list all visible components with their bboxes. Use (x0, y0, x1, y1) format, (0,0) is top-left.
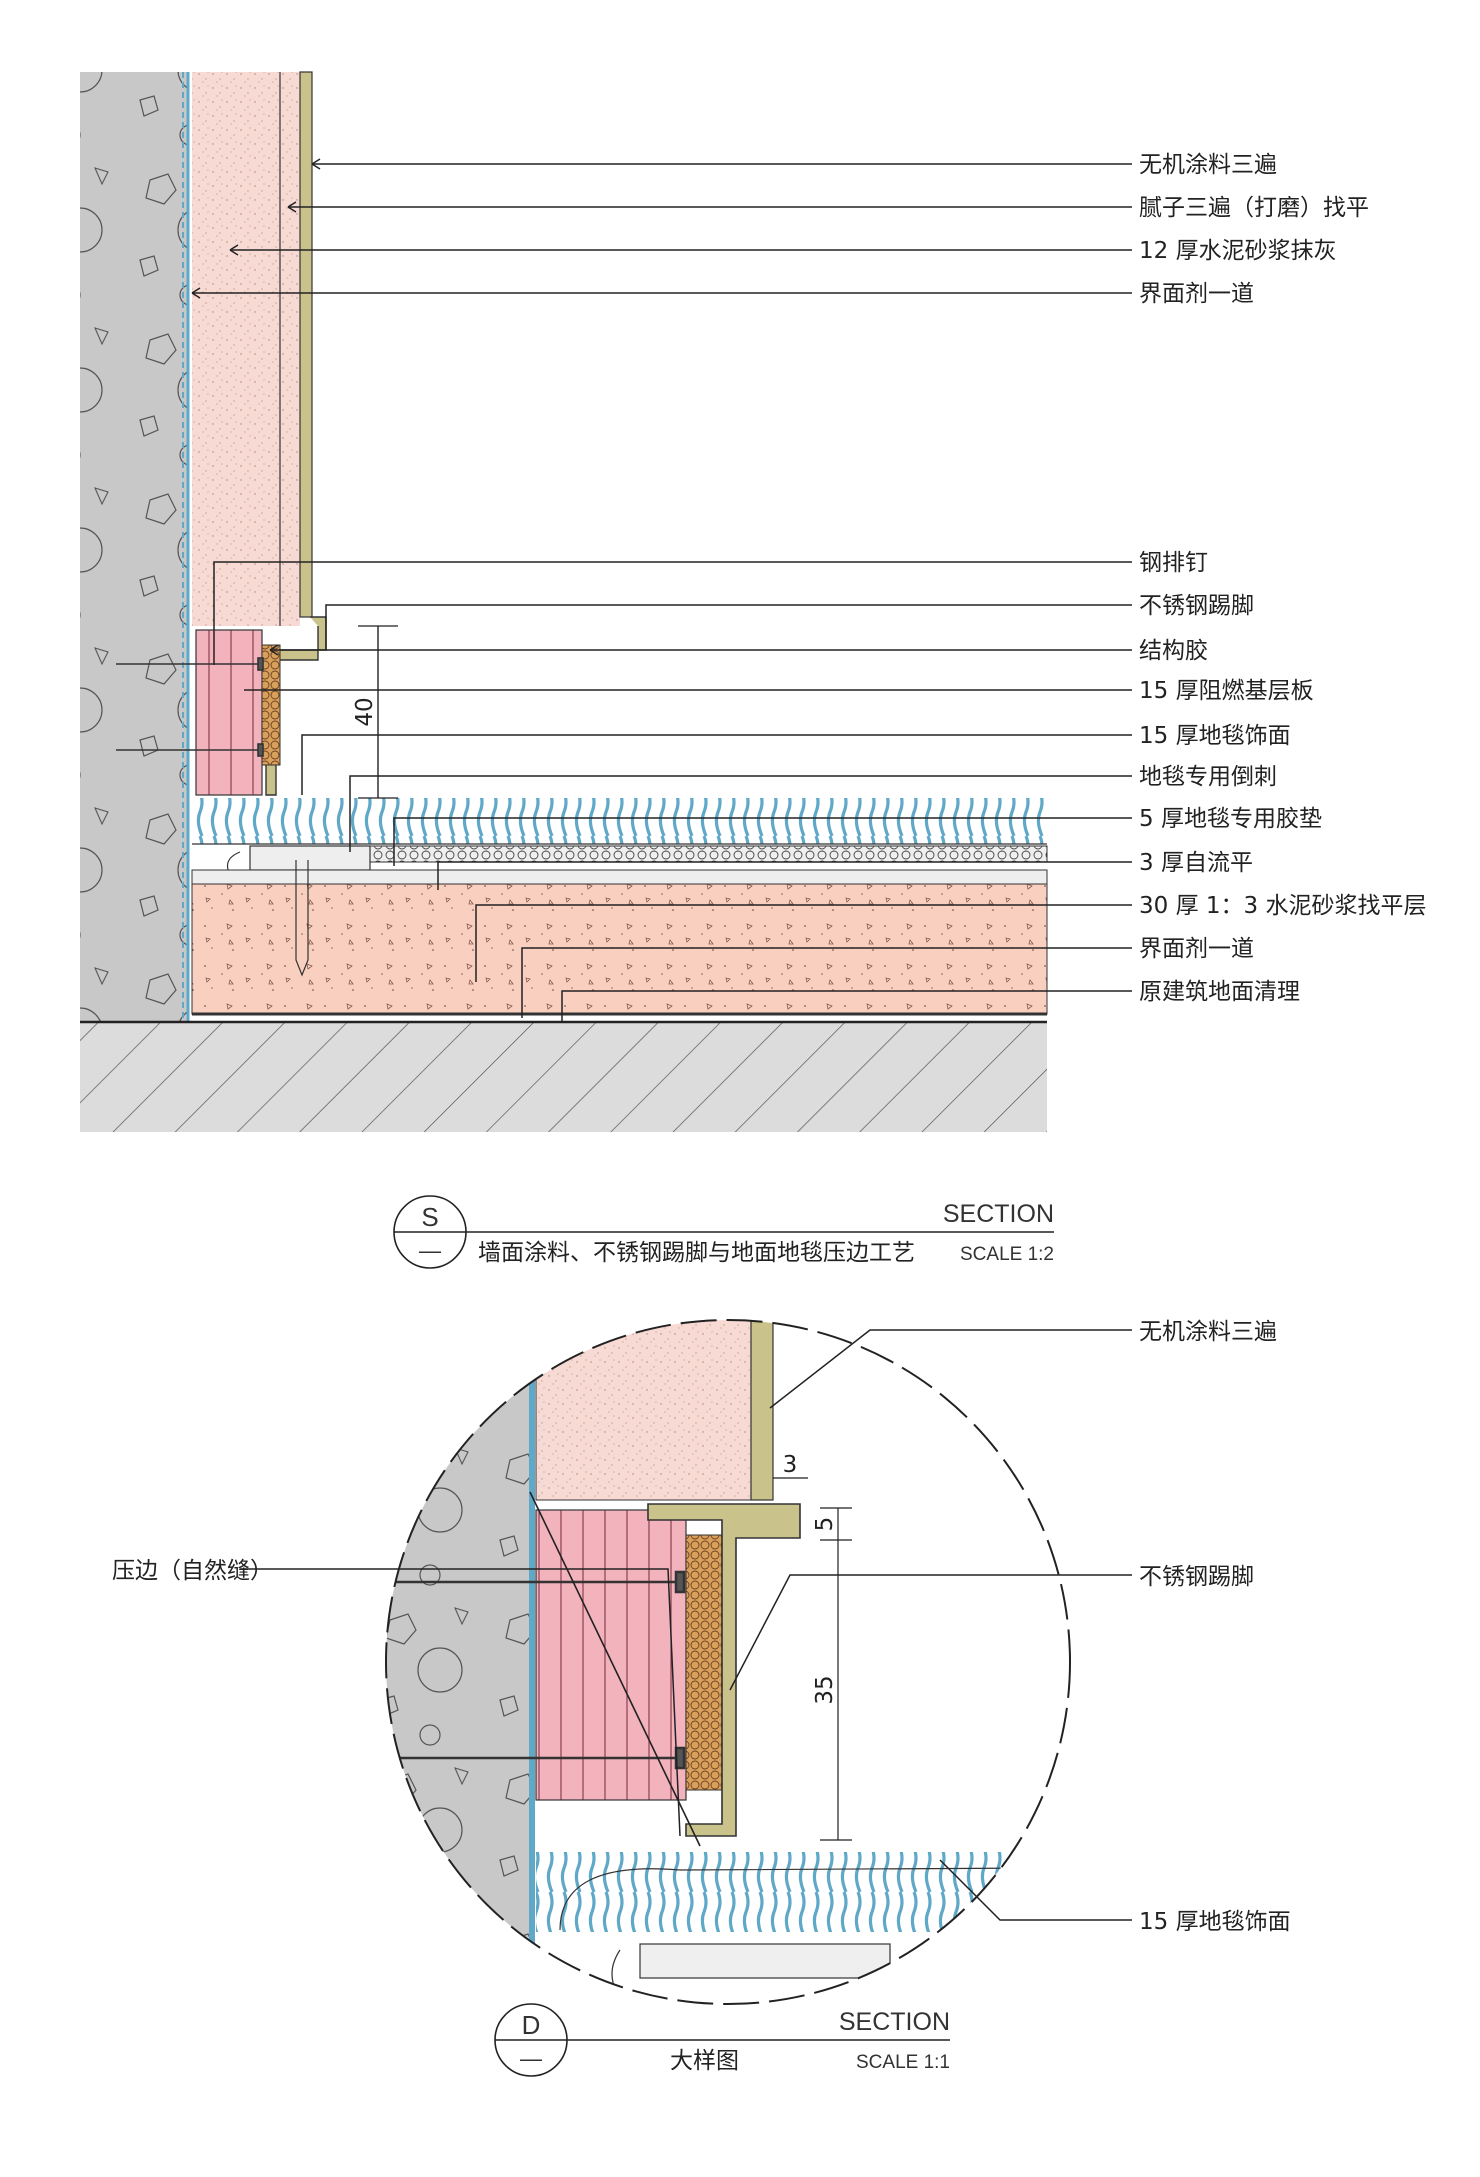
detail-glue (685, 1534, 723, 1791)
dimension-40-text: 40 (352, 697, 378, 726)
label-interface-agent-2: 界面剂一道 (1139, 936, 1254, 962)
label-structural-glue: 结构胶 (1139, 638, 1208, 664)
detail-board (535, 1509, 687, 1801)
section-s-labels: 无机涂料三遍 腻子三遍（打磨）找平 12 厚水泥砂浆抹灰 界面剂一道 钢排钉 不… (1139, 152, 1426, 1005)
concrete-wall (80, 72, 188, 1022)
label-floor-cleaning: 原建筑地面清理 (1139, 979, 1300, 1005)
label-self-leveling: 3 厚自流平 (1139, 850, 1253, 876)
self-leveling-layer (191, 869, 1048, 885)
detail-dimensions: 3 5 35 (773, 1452, 852, 1841)
dimension-5-text: 5 (812, 1517, 838, 1532)
detail-nails (395, 1570, 686, 1770)
detail-d-letter: D (522, 2010, 541, 2040)
label-base-board: 15 厚阻燃基层板 (1139, 678, 1314, 704)
detail-d-title-block: D — SECTION 大样图 SCALE 1:1 (494, 2003, 950, 2077)
detail-label-carpet: 15 厚地毯饰面 (1139, 1909, 1291, 1935)
section-s-name: 墙面涂料、不锈钢踢脚与地面地毯压边工艺 (478, 1240, 915, 1266)
detail-paint (750, 1320, 774, 1501)
structural-glue (261, 644, 281, 766)
detail-d-drawing: 3 5 35 无机涂料三遍 压边（自然缝） 不锈钢踢脚 15 厚地毯饰面 (112, 1319, 1291, 2005)
detail-d-dash: — (520, 2046, 542, 2071)
gripper-strip (249, 845, 371, 871)
label-inorganic-paint: 无机涂料三遍 (1139, 152, 1277, 178)
section-s-drawing: 40 无机涂料三遍 腻子三遍（打磨）找平 12 厚水泥砂浆抹灰 界面剂一道 (80, 71, 1426, 1132)
label-interface-agent: 界面剂一道 (1139, 281, 1254, 307)
fire-retardant-board (195, 629, 263, 796)
cement-screed-layer (191, 883, 1048, 1015)
section-s-title-block: S — SECTION 墙面涂料、不锈钢踢脚与地面地毯压边工艺 SCALE 1:… (393, 1195, 1054, 1269)
dimension-3-text: 3 (783, 1452, 798, 1478)
carpet-underlay (369, 845, 1048, 863)
detail-d-scale: SCALE 1:1 (856, 2052, 950, 2073)
section-s-leaders (191, 158, 1132, 1022)
detail-baseboard (647, 1503, 801, 1837)
paint-layer (299, 71, 313, 618)
detail-d-name: 大样图 (670, 2048, 739, 2074)
label-gripper: 地毯专用倒刺 (1139, 764, 1277, 790)
carpet-layer (192, 798, 1047, 844)
dimension-35-text: 35 (812, 1675, 838, 1704)
label-stainless-baseboard: 不锈钢踢脚 (1139, 593, 1254, 619)
steel-nails (116, 657, 264, 757)
dimension-40: 40 (352, 625, 398, 799)
detail-d-heading: SECTION (839, 2008, 950, 2036)
detail-carpet (536, 1852, 1036, 1932)
detail-gripper (639, 1943, 891, 1979)
section-s-scale: SCALE 1:2 (960, 1244, 1054, 1265)
section-s-heading: SECTION (943, 1200, 1054, 1228)
detail-leaders (240, 1329, 1132, 1921)
detail-label-edge: 压边（自然缝） (112, 1558, 273, 1584)
original-floor (80, 1022, 1047, 1132)
detail-concrete-wall (386, 1320, 530, 2004)
label-underlay: 5 厚地毯专用胶垫 (1139, 806, 1322, 832)
detail-label-baseboard: 不锈钢踢脚 (1139, 1564, 1254, 1590)
label-cement-plaster: 12 厚水泥砂浆抹灰 (1139, 238, 1337, 264)
label-screed: 30 厚 1：3 水泥砂浆找平层 (1139, 893, 1426, 919)
plaster-layer (192, 72, 300, 626)
section-s-letter: S (421, 1202, 438, 1232)
section-s-dash: — (419, 1238, 441, 1263)
detail-label-paint: 无机涂料三遍 (1139, 1319, 1277, 1345)
label-putty: 腻子三遍（打磨）找平 (1139, 195, 1369, 221)
label-steel-nails: 钢排钉 (1139, 550, 1208, 576)
gripper-nail (295, 860, 309, 977)
label-carpet: 15 厚地毯饰面 (1139, 723, 1291, 749)
